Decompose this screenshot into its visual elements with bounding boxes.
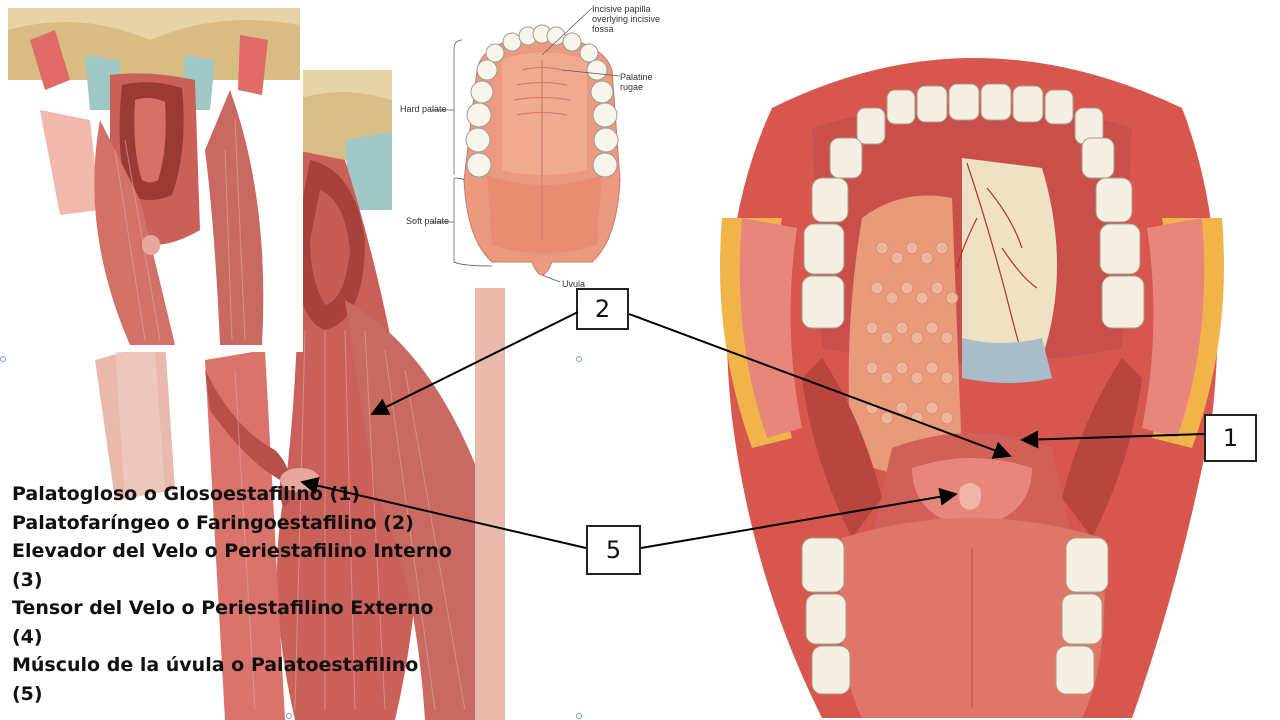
selection-handle[interactable] <box>286 713 292 719</box>
posterior-palate-muscles-inset <box>0 0 303 352</box>
posterior-palate-muscles-inset-art <box>8 8 300 345</box>
selection-handle[interactable] <box>0 356 6 362</box>
label-uvula: Uvula <box>562 279 586 288</box>
selection-handle[interactable] <box>576 713 582 719</box>
palate-inferior-view: Incisive papilla overlying incisive foss… <box>392 0 692 288</box>
oral-cavity-view <box>712 18 1232 718</box>
label-hard-palate: Hard palate <box>400 104 447 114</box>
label-soft-palate: Soft palate <box>406 216 450 226</box>
muscle-legend: Palatogloso o Glosoestafilino (1) Palato… <box>12 483 452 705</box>
palate-inferior-view-art <box>432 7 621 283</box>
number-box-5: 5 <box>586 525 641 575</box>
label-incisive-papilla: Incisive papilla overlying incisive foss… <box>592 4 661 34</box>
oral-cavity-view-art <box>720 58 1224 718</box>
number-box-2: 2 <box>576 288 629 330</box>
number-box-1: 1 <box>1204 414 1257 462</box>
label-palatine-rugae: Palatine rugae <box>620 72 653 92</box>
selection-handle[interactable] <box>576 356 582 362</box>
